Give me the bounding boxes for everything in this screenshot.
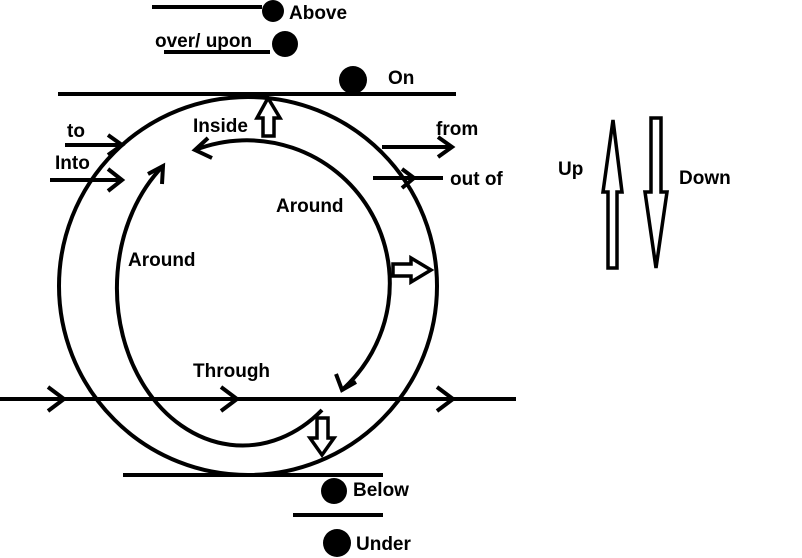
on-dot (339, 66, 367, 94)
hollow-arrow-inside-up (254, 94, 284, 138)
through-arrowhead-middle (219, 385, 241, 413)
through-arrowhead-left (46, 385, 68, 413)
label-through: Through (193, 361, 270, 382)
label-down: Down (679, 168, 731, 189)
label-into: Into (55, 153, 90, 174)
label-on: On (388, 68, 414, 89)
over-upon-dot (272, 31, 298, 57)
label-below: Below (353, 480, 409, 501)
hollow-arrow-up (600, 119, 624, 270)
out-of-arrowhead (400, 167, 418, 190)
label-above: Above (289, 3, 347, 24)
label-under: Under (356, 534, 412, 555)
label-to: to (67, 121, 85, 142)
below-dot (321, 478, 347, 504)
label-around-inner-right: Around (276, 196, 344, 217)
label-from: from (436, 119, 478, 140)
hollow-arrow-down-right (642, 116, 670, 269)
inner-arc-clockwise-arrowhead-top (191, 136, 213, 160)
hollow-arrow-right (391, 254, 435, 286)
label-around-inner-left: Around (128, 250, 196, 271)
from-arrowhead (436, 135, 456, 159)
label-over-upon: over/ upon (155, 31, 252, 52)
label-out-of: out of (450, 169, 503, 190)
label-inside: Inside (193, 116, 248, 137)
under-dot (323, 529, 351, 557)
above-dot (262, 0, 284, 22)
inner-arc-counter (114, 164, 324, 448)
hollow-arrow-down (306, 416, 338, 459)
through-arrowhead-right (435, 385, 457, 413)
inner-arc-counter-arrowhead (147, 162, 166, 185)
to-arrowhead (106, 133, 126, 157)
inner-arc-clockwise-arrowhead-bottom (334, 373, 357, 393)
label-up: Up (558, 159, 583, 180)
into-arrowhead (106, 167, 126, 193)
inner-arc-clockwise (194, 138, 392, 392)
